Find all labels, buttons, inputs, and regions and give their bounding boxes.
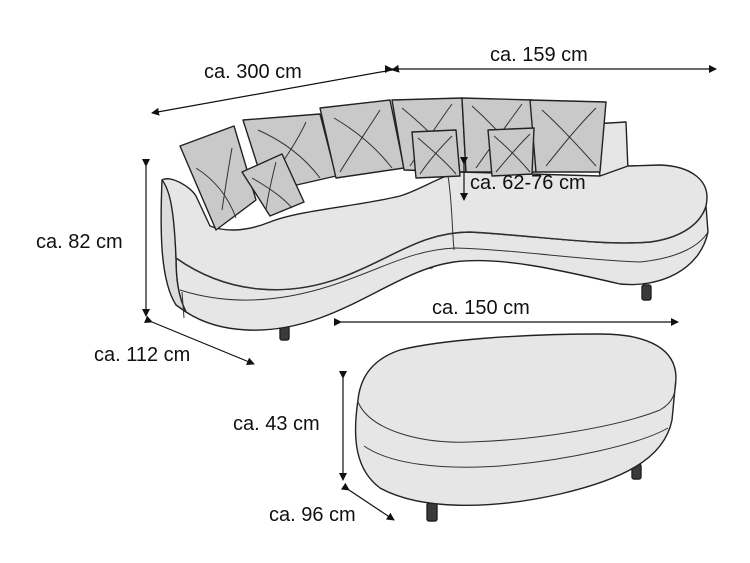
dimension-labels: ca. 300 cm ca. 159 cm ca. 82 cm ca. 62-7… [36,44,588,526]
label-sofa-back-length: ca. 300 cm [204,61,302,83]
label-ottoman-depth: ca. 96 cm [269,504,356,526]
label-ottoman-length: ca. 150 cm [432,297,530,319]
sofa-seat-front-edge [175,205,707,291]
arrow-ottoman-depth [340,482,395,521]
arrow-sofa-back-length [151,64,400,116]
small-cushion-right-pleat [493,133,531,173]
label-sofa-height: ca. 82 cm [36,231,123,253]
ottoman-top-edge [357,377,677,443]
small-cushion-left [241,153,305,217]
ottoman-drawing [354,333,677,522]
ottoman-leg-left [426,502,438,522]
ottoman-body [354,333,677,506]
dimension-arrows [142,64,717,521]
small-cushion-middle-pleat [417,135,457,175]
back-cushion-3-pleat [333,109,393,173]
label-seat-height: ca. 62-76 cm [470,172,586,194]
arrow-sofa-depth [144,315,255,366]
small-cushion-left-pleat [251,161,293,211]
back-cushion-1 [179,125,257,231]
back-cushion-6-pleat [541,107,597,167]
sofa-module-seam [447,175,455,251]
label-sofa-depth: ca. 112 cm [94,344,190,366]
sofa-skirt-seam [179,231,709,301]
sofa-small-cushions [241,127,535,217]
sofa-arm-stitch [181,291,185,319]
label-sofa-side-length: ca. 159 cm [490,44,588,66]
back-cushion-1-pleat [195,147,237,219]
sofa-leg-right [641,284,652,301]
sofa-drawing [160,97,709,341]
ottoman-bottom-seam [363,427,669,468]
label-ottoman-height: ca. 43 cm [233,413,320,435]
